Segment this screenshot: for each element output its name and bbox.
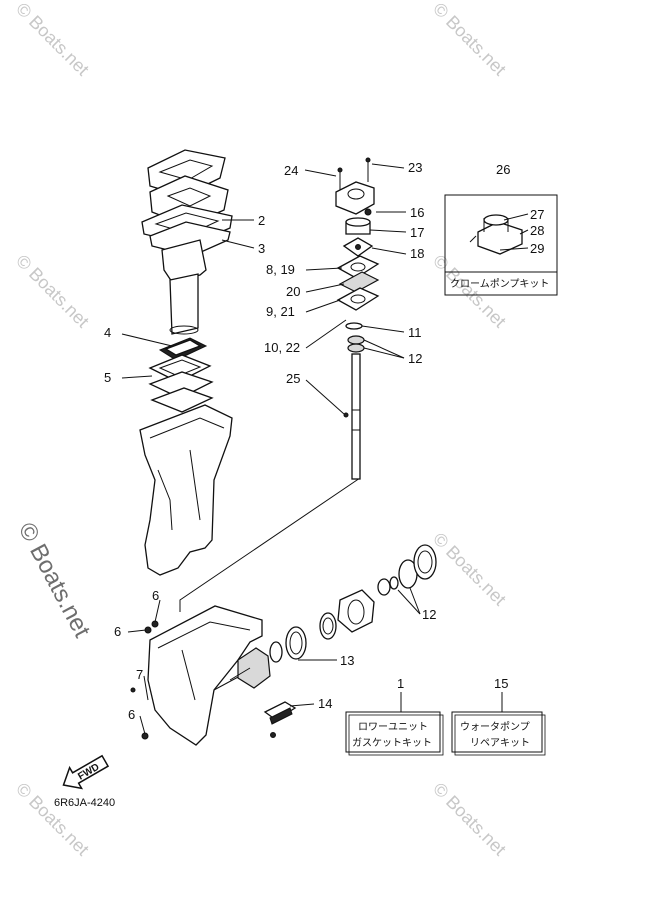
callout-4: 4	[104, 325, 111, 340]
prop-shaft-parts	[269, 544, 437, 663]
watermark: © Boats.net	[429, 0, 510, 80]
chrome-pump-kit-box: クロームポンプキット	[444, 194, 558, 296]
diagram-code: 6R6JA-4240	[54, 797, 115, 809]
fwd-label: FWD	[76, 762, 101, 783]
callout-18: 18	[410, 246, 424, 261]
callout-12-lower: 12	[422, 607, 436, 622]
chrome-pump-kit-group	[469, 214, 523, 255]
leader-lines	[121, 163, 529, 735]
callout-2: 2	[258, 213, 265, 228]
watermark: © Boats.net	[12, 251, 93, 332]
callout-11: 11	[408, 325, 422, 340]
callout-12-upper: 12	[408, 351, 422, 366]
water-pump-repair-kit-line2: リペアキット	[470, 738, 530, 749]
callout-5: 5	[104, 370, 111, 385]
watermark: © Boats.net	[12, 0, 93, 80]
lower-unit-gasket-kit-box: ロワーユニット ガスケットキット	[345, 711, 444, 756]
water-pump-stack	[335, 157, 380, 480]
callout-27: 27	[530, 207, 544, 222]
callout-29: 29	[530, 241, 544, 256]
callout-13: 13	[340, 653, 354, 668]
callouts: 2 3 4 5 24 23 16 17 18 8, 19 20 9, 21 10…	[104, 160, 544, 722]
callout-1: 1	[397, 676, 404, 691]
watermark: © Boats.net	[429, 529, 510, 610]
lower-unit-gasket-kit-line1: ロワーユニット	[358, 722, 428, 733]
callout-14: 14	[318, 696, 332, 711]
chrome-pump-kit-label: クロームポンプキット	[450, 278, 549, 290]
callout-3: 3	[258, 241, 265, 256]
callout-17: 17	[410, 225, 424, 240]
upper-casing-group	[139, 149, 233, 576]
callout-16: 16	[410, 205, 424, 220]
callout-26: 26	[496, 162, 510, 177]
callout-6-bottom: 6	[128, 707, 135, 722]
callout-8-19: 8, 19	[266, 262, 295, 277]
water-pump-repair-kit-box: ウォータポンプ リペアキット	[451, 711, 546, 756]
callout-6-top: 6	[152, 588, 159, 603]
callout-20: 20	[286, 284, 300, 299]
water-pump-repair-kit-line1: ウォータポンプ	[460, 721, 530, 733]
callout-9-21: 9, 21	[266, 304, 295, 319]
callout-7: 7	[136, 667, 143, 682]
callout-6-mid: 6	[114, 624, 121, 639]
watermark: © Boats.net	[429, 779, 510, 860]
watermark-large: © Boats.net	[13, 518, 96, 642]
fwd-arrow-icon: FWD	[62, 754, 110, 790]
watermark: © Boats.net	[12, 779, 93, 860]
watermark: © Boats.net	[429, 251, 510, 332]
callout-28: 28	[530, 223, 544, 238]
lower-unit-gasket-kit-line2: ガスケットキット	[352, 737, 432, 749]
callout-24: 24	[284, 163, 298, 178]
callout-23: 23	[408, 160, 422, 175]
callout-15: 15	[494, 676, 508, 691]
part-14-anode	[263, 701, 297, 738]
callout-10-22: 10, 22	[264, 340, 300, 355]
callout-25: 25	[286, 371, 300, 386]
gear-case-group	[130, 477, 361, 746]
